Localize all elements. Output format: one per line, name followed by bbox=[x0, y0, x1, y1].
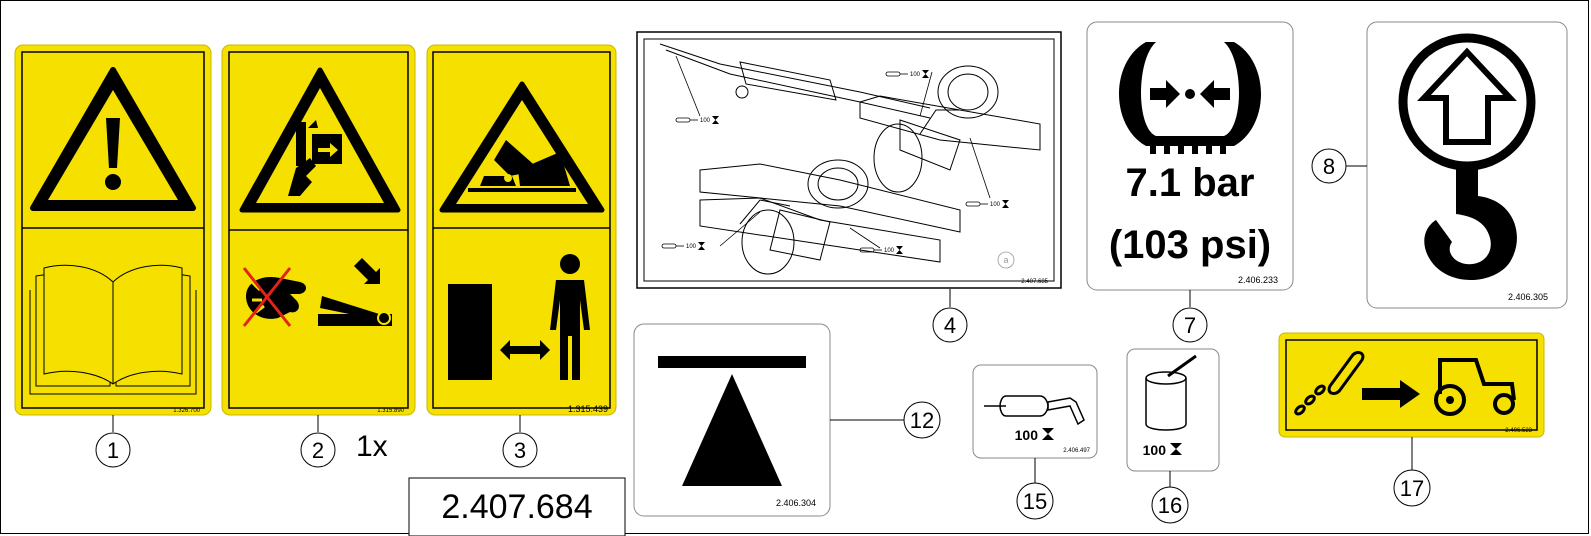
decal-lubrication-plan: 100 100 100 100 100 a 2.407.685 bbox=[636, 31, 1062, 289]
decal-grease-interval: 100 2.406.497 bbox=[972, 364, 1098, 459]
decal-8-part-number: 2.406.305 bbox=[1508, 292, 1548, 302]
decal-4-part-number: 2.407.685 bbox=[1021, 279, 1048, 285]
decal-15-part-number: 2.406.497 bbox=[1063, 448, 1090, 454]
svg-text:15: 15 bbox=[1023, 489, 1047, 514]
svg-text:8: 8 bbox=[1323, 154, 1335, 179]
grease-gun-icon: 100 bbox=[675, 116, 719, 124]
leader-lines bbox=[112, 165, 1413, 487]
hourglass-icon bbox=[1170, 443, 1182, 455]
decal-12-part-number: 2.406.304 bbox=[776, 498, 816, 508]
grease-gun-icon: 100 bbox=[661, 242, 705, 250]
callout-15: 15 bbox=[1016, 482, 1054, 520]
svg-text:100: 100 bbox=[910, 72, 921, 78]
svg-text:100: 100 bbox=[884, 248, 895, 254]
grease-gun-icon: 100 bbox=[885, 70, 929, 78]
paint-can-icon bbox=[1145, 354, 1197, 431]
decal-1-part-number: 1.326.700 bbox=[173, 408, 200, 414]
machine-frame-drawing bbox=[659, 43, 1041, 275]
callout-7: 7 bbox=[1172, 307, 1208, 343]
pressure-psi-text: (103 psi) bbox=[1109, 223, 1271, 267]
svg-text:12: 12 bbox=[910, 408, 934, 433]
svg-text:7: 7 bbox=[1184, 313, 1196, 338]
kit-part-number-box: 2.407.684 bbox=[408, 477, 626, 536]
hinged-gate-icon bbox=[318, 258, 392, 326]
callout-16: 16 bbox=[1151, 486, 1189, 524]
svg-text:100: 100 bbox=[990, 202, 1001, 208]
tire-pressure-icon bbox=[1119, 42, 1261, 154]
decal-crush-hazard: 1.315.890 bbox=[221, 44, 416, 416]
svg-text:17: 17 bbox=[1400, 476, 1424, 501]
decal-safe-distance: 1.315.439 bbox=[426, 44, 617, 416]
safe-distance-icon bbox=[448, 254, 590, 380]
tow-chain-tractor-icon bbox=[1294, 351, 1516, 416]
view-label: a bbox=[1003, 255, 1008, 265]
svg-text:100: 100 bbox=[686, 244, 697, 250]
decal-oil-interval: 100 bbox=[1126, 348, 1220, 472]
callout-4: 4 bbox=[932, 307, 968, 343]
callout-1: 1 bbox=[95, 432, 131, 468]
svg-text:1: 1 bbox=[107, 438, 119, 463]
warning-triangle-icon bbox=[30, 67, 196, 211]
kit-part-number: 2.407.684 bbox=[441, 488, 592, 526]
svg-text:100: 100 bbox=[700, 118, 711, 124]
manual-book-icon bbox=[29, 264, 197, 395]
lube-points bbox=[675, 55, 991, 249]
decal-tow-chain: 2.406.523 bbox=[1278, 332, 1545, 438]
callout-3: 3 bbox=[502, 432, 538, 468]
svg-text:4: 4 bbox=[944, 313, 956, 338]
decal-read-manual: 1.326.700 bbox=[14, 44, 212, 416]
decal-7-part-number: 2.406.233 bbox=[1238, 275, 1278, 285]
svg-text:16: 16 bbox=[1158, 493, 1182, 518]
hand-crush-icon bbox=[288, 120, 342, 196]
decal-tire-pressure: 7.1 bar (103 psi) 2.406.233 bbox=[1086, 21, 1294, 291]
lift-hook-icon bbox=[1398, 33, 1536, 281]
falling-object-icon bbox=[468, 140, 576, 192]
decal-3-part-number: 1.315.439 bbox=[568, 404, 608, 414]
grease-gun-icon: 100 bbox=[859, 246, 903, 254]
decal-support-point: 2.406.304 bbox=[633, 323, 831, 517]
oil-interval-value: 100 bbox=[1143, 442, 1167, 458]
decal-17-part-number: 2.406.523 bbox=[1505, 428, 1532, 434]
grease-gun-icon: 100 bbox=[965, 200, 1009, 208]
decal-lifting-point: 2.406.305 bbox=[1366, 21, 1568, 309]
support-point-icon bbox=[658, 356, 806, 486]
callout-8: 8 bbox=[1311, 148, 1347, 184]
no-hand-icon bbox=[242, 267, 306, 327]
hourglass-icon bbox=[1042, 428, 1054, 440]
decal-2-part-number: 1.315.890 bbox=[377, 408, 404, 414]
grease-interval-value: 100 bbox=[1015, 427, 1039, 443]
decal-2-quantity: 1x bbox=[356, 430, 388, 463]
pressure-bar-text: 7.1 bar bbox=[1126, 161, 1255, 205]
svg-text:2: 2 bbox=[312, 438, 324, 463]
callout-2: 2 bbox=[300, 432, 336, 468]
grease-gun-icon bbox=[984, 395, 1085, 426]
callout-12: 12 bbox=[903, 401, 941, 439]
svg-text:3: 3 bbox=[514, 438, 526, 463]
callout-17: 17 bbox=[1393, 469, 1431, 507]
